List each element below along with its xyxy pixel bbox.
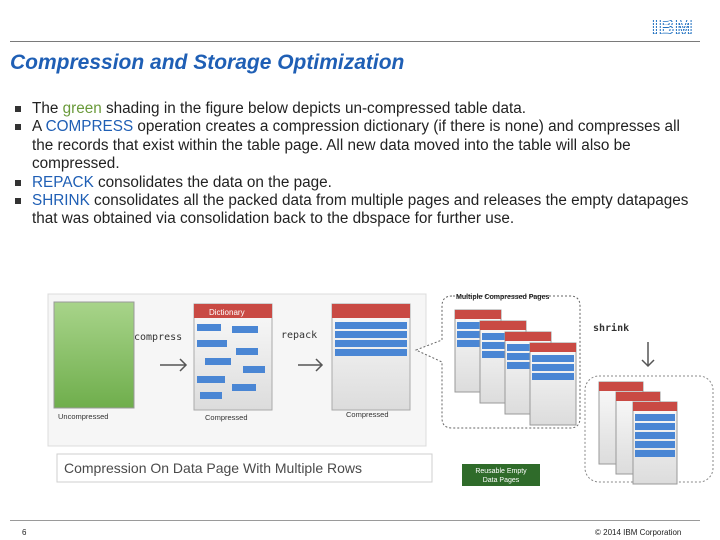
highlighted-term: green [62,100,102,117]
stacked-page-header [505,332,551,341]
bullet-item: A COMPRESS operation creates a compressi… [14,118,704,173]
uncompressed-label: Uncompressed [58,412,108,421]
figure-caption: Compression On Data Page With Multiple R… [64,460,362,476]
page-number: 6 [22,528,27,537]
repack-arrowhead [315,358,324,372]
stacked-page-row [532,373,574,380]
packed-row [335,349,407,356]
dictionary-bar [194,304,272,318]
stacked-page-row [457,322,499,329]
reusable-label-line1: Reusable Empty [475,468,527,475]
packed-row [335,322,407,329]
uncompressed-page [53,301,135,409]
compressed-page-2 [331,303,411,411]
packed-row [335,340,407,347]
reusable-page-header [633,402,677,411]
repacked-dictionary-bar [332,304,410,318]
bullet-text: A [32,118,46,136]
repacked-rows [335,322,407,356]
compression-diagram: Uncompressed compress Dictionary Compres… [47,293,714,486]
compressed-row [205,358,231,365]
compressed-row [197,376,225,383]
copyright: © 2014 IBM Corporation [595,528,682,537]
bullet-text: consolidates the data on the page. [93,173,332,191]
highlighted-term: REPACK [32,173,94,191]
consolidated-row [635,441,675,448]
compressed-row [197,324,221,331]
stacked-page-row [532,355,574,362]
stacked-page-header [480,321,526,330]
compressed-label-1: Compressed [205,413,248,422]
compress-label: compress [134,332,182,343]
stacked-page-header [455,310,501,319]
reusable-page-header [616,392,660,401]
bullet-text: operation creates a compression dictiona… [32,118,680,173]
bullet-marker [15,198,21,205]
stacked-page-row [507,362,549,369]
bullet-item: REPACK consolidates the data on the page… [14,174,704,192]
bullet-text: consolidates all the packed data from mu… [32,192,689,228]
stacked-page-row [482,342,524,349]
repack-label: repack [281,330,317,341]
highlighted-term: SHRINK [32,192,90,210]
reusable-label-line2: Data Pages [483,477,520,484]
reusable-label-box [462,464,540,486]
stacked-page-row [457,340,499,347]
caption-box [56,453,433,483]
stacked-page-row [482,333,524,340]
compressed-row [232,326,258,333]
consolidated-row [635,423,675,430]
stacked-page-row [482,351,524,358]
stacked-page-row [532,364,574,371]
highlighted-term: COMPRESS [45,118,134,136]
bullet-marker [15,179,21,186]
compressed-row [243,366,265,373]
multiple-pages-label: Multiple Compressed Pages [456,294,549,301]
stacked-page-row [457,331,499,338]
bullet-text: shading in the figure below depicts un-c… [101,100,527,117]
compressed-row [200,392,222,399]
ibm-logo: IBM [652,16,694,40]
consolidated-row [635,450,675,457]
page-title: Compression and Storage Optimization [10,51,405,74]
bullet-marker [15,124,21,131]
stacked-page-row [507,344,549,351]
title-divider [10,41,700,42]
compressed-label-2: Compressed [346,410,389,419]
stacked-page-header [530,343,576,352]
packed-row [335,331,407,338]
consolidated-row [635,432,675,439]
compressed-pages-stack [454,309,577,426]
bullet-marker [15,106,21,112]
footer-divider [10,520,700,521]
bullet-item: SHRINK consolidates all the packed data … [14,192,704,229]
shrink-arrowhead [641,359,655,368]
shrink-label: shrink [593,322,629,334]
bullet-list: The green shading in the figure below de… [14,100,704,229]
compressed-row [236,348,258,355]
bullet-text: The [32,100,63,117]
bullet-item: The green shading in the figure below de… [14,100,704,118]
compress-arrowhead [179,358,188,372]
stacked-page-row [507,353,549,360]
dictionary-label: Dictionary [209,308,245,317]
consolidated-row [635,414,675,421]
reusable-pages-stack [598,381,678,485]
compressed-row [232,384,256,391]
reusable-page-header [599,382,643,391]
compressed-row [197,340,227,347]
compressed-rows-1 [197,324,265,399]
